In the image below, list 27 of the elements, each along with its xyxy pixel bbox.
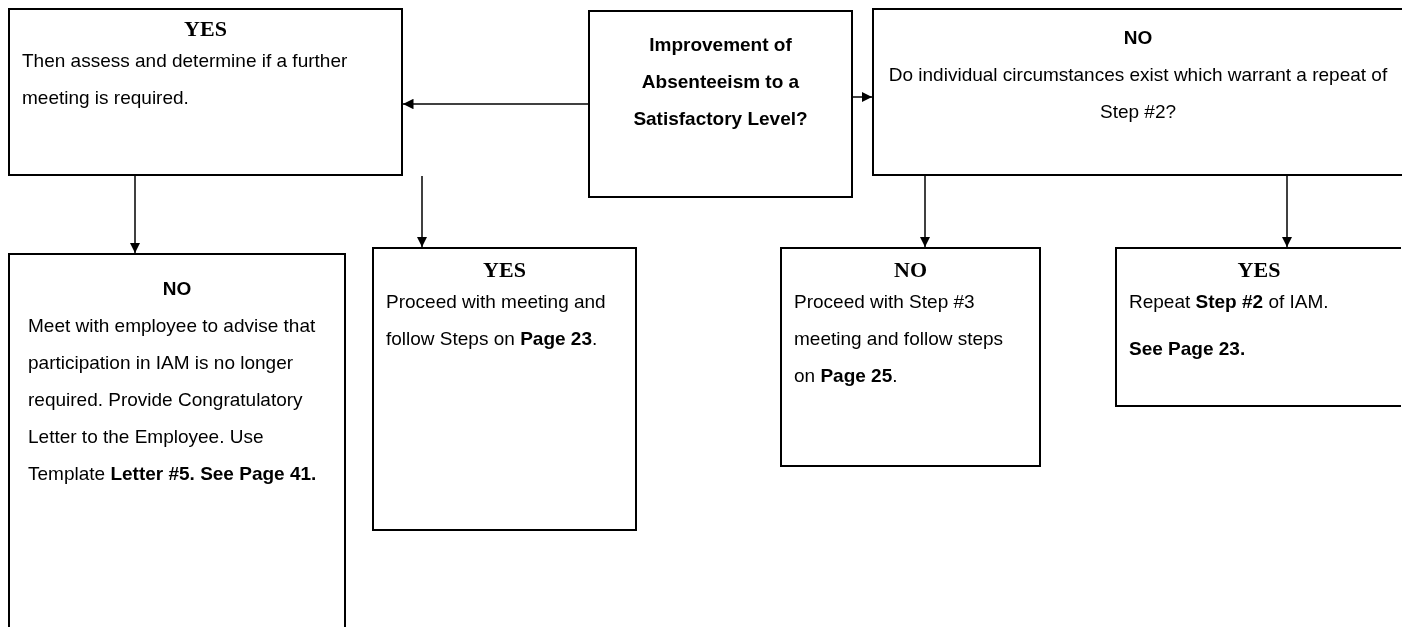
process-box (780, 247, 1041, 467)
arrow (402, 98, 589, 110)
instruction-text: Proceed with Step #3 meeting and follow steps on Page 25. (794, 290, 1005, 388)
decision-box (588, 10, 853, 198)
arrow (416, 175, 428, 248)
instruction-text: Do individual circumstances exist which warrant a repeat of Step #2? (887, 63, 1389, 124)
answer-heading: YES (183, 16, 228, 42)
arrow (919, 175, 931, 248)
question-text: Improvement of Absenteeism to a Satisfactory Level? (632, 33, 809, 131)
process-box (872, 8, 1402, 176)
process-box (1115, 247, 1401, 407)
arrow (1281, 175, 1293, 248)
arrow (129, 175, 141, 254)
instruction-text: Repeat Step #2 of IAM. (1129, 290, 1330, 314)
instruction-text: Meet with employee to advise that participation in IAM is no longer required. Provide Congratulatory Letter to the Employee. Use Template Letter #5. See Page 41. (28, 314, 318, 486)
arrow (852, 91, 873, 103)
answer-heading: NO (893, 257, 928, 283)
answer-heading: NO (161, 277, 193, 301)
answer-heading: YES (482, 257, 527, 283)
process-box (372, 247, 637, 531)
instruction-text: Proceed with meeting and follow Steps on Page 23. (386, 290, 607, 351)
instruction-text: See Page 23. (1129, 337, 1247, 361)
process-box (8, 253, 346, 627)
answer-heading: NO (1122, 26, 1154, 50)
process-box (8, 8, 403, 176)
answer-heading: YES (1236, 257, 1282, 283)
instruction-text: Then assess and determine if a further meeting is required. (22, 49, 349, 110)
